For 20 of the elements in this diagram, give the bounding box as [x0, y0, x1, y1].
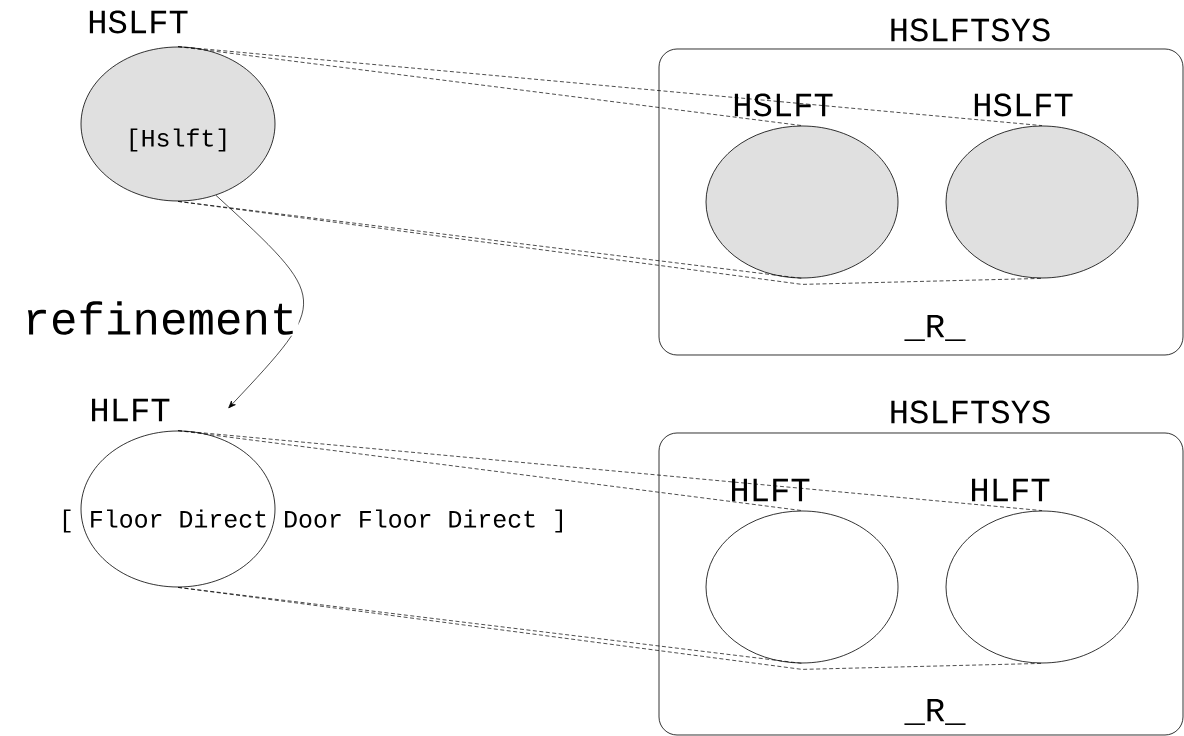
role-label: _R_ [904, 699, 966, 725]
heading: HSLFT [89, 10, 188, 34]
heading: HLFT [92, 398, 170, 422]
heading: HSLFTSYS [891, 400, 1050, 424]
heading: HLFT [972, 478, 1050, 502]
role-label: _R_ [904, 315, 966, 341]
heading: HSLFT [974, 93, 1073, 117]
state-label: [ Floor Direct Door Floor Direct ] [63, 509, 562, 533]
dashed-line [177, 430, 803, 511]
dashed-line [177, 430, 1043, 511]
curved-arrow [215, 194, 304, 409]
dashed-line [177, 587, 1043, 670]
dashed-line [177, 46, 803, 126]
edge-label: refinement [21, 300, 299, 336]
dashed-line [177, 46, 1043, 126]
dashed-line [177, 201, 1043, 285]
heading: HLFT [732, 478, 810, 502]
heading: HSLFT [734, 93, 833, 117]
state-label: [Hslft] [130, 128, 226, 152]
heading: HSLFTSYS [891, 18, 1050, 42]
